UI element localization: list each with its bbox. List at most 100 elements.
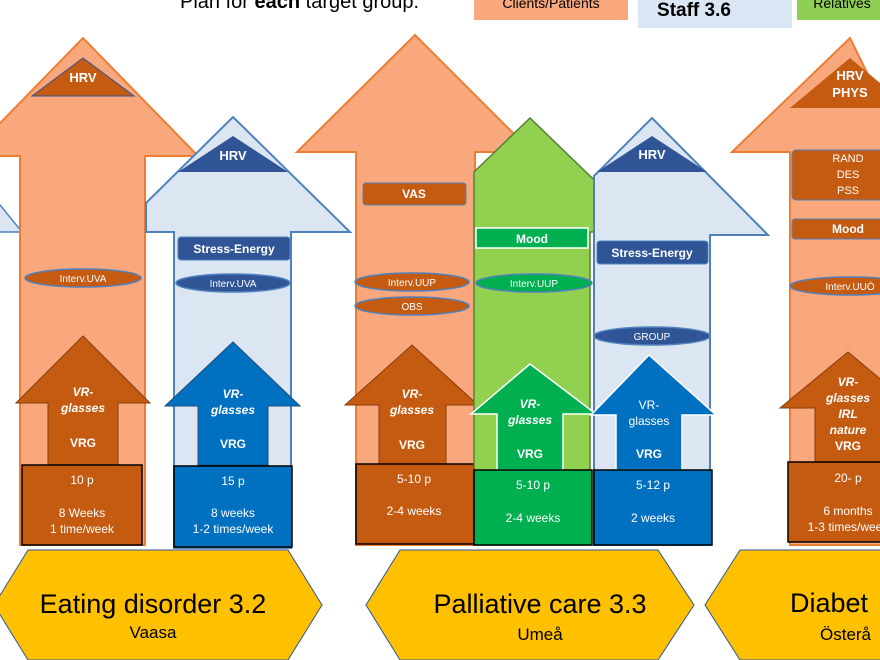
duration-line2: 1-3 times/week [808, 520, 880, 534]
questionnaire-rand: RAND [832, 153, 863, 165]
site-eating-disorder: HRV Interv.UVA VR- glasses VRG 10 p 8 We… [0, 36, 353, 549]
vr-label-line2: glasses [507, 413, 552, 427]
vr-code: VRG [399, 438, 425, 452]
questionnaire-pss: PSS [837, 185, 859, 197]
vr-label-line1: VR- [520, 397, 541, 411]
oval-obs-label: OBS [401, 302, 422, 313]
phys-label: PHYS [832, 85, 868, 100]
site-hexagon-eating-disorder [0, 549, 323, 660]
site-diabetes: HRV PHYS RAND DES PSS Mood Interv.UUÖ VR… [729, 36, 880, 546]
duration-line1: 8 Weeks [59, 506, 105, 520]
legend-staff-label: Staff 3.6 [657, 0, 731, 21]
staff-arrow [145, 115, 353, 549]
hrv-label: HRV [69, 70, 97, 85]
oval-interv-uva-label: Interv.UVA [210, 279, 257, 290]
vr-label-line2: glasses [60, 401, 105, 415]
vr-label-line3: IRL [838, 407, 857, 421]
vr-glasses-arrow [589, 353, 718, 471]
site-title: Palliative care 3.3 [433, 589, 646, 619]
oval-interv-uuo-label: Interv.UUÖ [825, 281, 874, 293]
stress-energy-box [596, 240, 709, 265]
site-palliative-care: VAS Interv.UUP OBS VR- glasses VRG 5-10 … [294, 33, 771, 546]
participants-count: 5-10 p [397, 472, 431, 486]
vr-label-line2: glasses [825, 391, 870, 405]
oval-interv-uuo [789, 276, 880, 296]
hrv-label: HRV [638, 147, 666, 162]
oval-interv-uup [354, 272, 470, 292]
legend-relatives-swatch [797, 0, 880, 20]
vr-label-line2: glasses [210, 403, 255, 417]
stress-energy-label: Stress-Energy [611, 246, 693, 260]
oval-interv-uva [175, 273, 291, 293]
mood-label: Mood [832, 222, 864, 236]
participants-count: 5-10 p [516, 478, 550, 492]
participants-count: 5-12 p [636, 478, 670, 492]
vr-label-line1: VR- [639, 398, 660, 412]
vr-label-line2: glasses [629, 414, 670, 428]
stress-energy-box [177, 236, 291, 261]
legend-staff-swatch [638, 0, 792, 28]
duration-line1: 6 months [823, 504, 872, 518]
vas-box [362, 182, 467, 206]
participants-count: 10 p [70, 473, 94, 487]
stress-energy-label: Stress-Energy [193, 242, 275, 256]
questionnaire-box [791, 149, 880, 201]
vr-code: VRG [517, 447, 543, 461]
vas-label: VAS [402, 187, 426, 201]
legend-clients-label: Clients/Patients [502, 0, 599, 11]
vr-code: VRG [70, 436, 96, 450]
vr-code: VRG [835, 439, 861, 453]
site-location: Vaasa [130, 623, 177, 642]
vr-code: VRG [220, 437, 246, 451]
vr-glasses-arrow [343, 344, 480, 466]
mood-label: Mood [516, 232, 548, 246]
participants-box [355, 463, 475, 545]
vr-label-line1: VR- [402, 387, 423, 401]
site-hexagon-diabetes [704, 549, 880, 660]
legend-clients-swatch [474, 0, 628, 20]
vr-label-line1: VR- [838, 375, 859, 389]
hrv-label-box [30, 57, 136, 97]
oval-interv-uva-label: Interv.UVA [60, 274, 107, 285]
duration-line1: 8 weeks [211, 506, 255, 520]
oval-obs [354, 296, 470, 316]
partial-staff-arrow [0, 204, 24, 233]
participants-box [787, 461, 880, 543]
site-hexagon-palliative-care [365, 549, 695, 660]
site-title: Eating disorder 3.2 [40, 589, 267, 619]
oval-group-label: GROUP [634, 332, 671, 343]
vr-glasses-arrow [778, 351, 880, 466]
page-title: Plan for each target group. [180, 0, 419, 13]
questionnaire-des: DES [837, 169, 860, 181]
hrv-label-box [597, 136, 707, 172]
duration-line1: 2-4 weeks [506, 511, 561, 525]
site-location: Österå [820, 625, 872, 644]
vr-glasses-arrow [163, 341, 302, 466]
site-title: Diabet [790, 588, 869, 618]
participants-box [21, 464, 143, 546]
vr-label-line1: VR- [223, 387, 244, 401]
participants-box [593, 469, 713, 546]
vr-code: VRG [636, 447, 662, 461]
duration-line2: 1 time/week [50, 522, 115, 536]
oval-interv-uup-label: Interv.UUP [510, 279, 558, 290]
oval-interv-uva [24, 268, 142, 288]
hrv-label: HRV [219, 148, 247, 163]
oval-interv-uup [475, 273, 593, 293]
site-location: Umeå [517, 625, 563, 644]
legend-relatives-label: Relatives [813, 0, 871, 11]
vr-glasses-arrow [468, 363, 599, 471]
vr-glasses-arrow [14, 335, 152, 466]
vr-label-line2: glasses [389, 403, 434, 417]
duration-line2: 1-2 times/week [193, 522, 275, 536]
participants-box [473, 469, 593, 546]
participants-box [173, 465, 293, 548]
duration-line1: 2 weeks [631, 511, 675, 525]
hrv-label: HRV [836, 68, 864, 83]
vr-label-line4: nature [830, 423, 867, 437]
oval-interv-uup-label: Interv.UUP [388, 278, 436, 289]
mood-box [475, 227, 589, 249]
header: Plan for each target group. Clients/Pati… [180, 0, 880, 28]
vr-label-line1: VR- [73, 385, 94, 399]
